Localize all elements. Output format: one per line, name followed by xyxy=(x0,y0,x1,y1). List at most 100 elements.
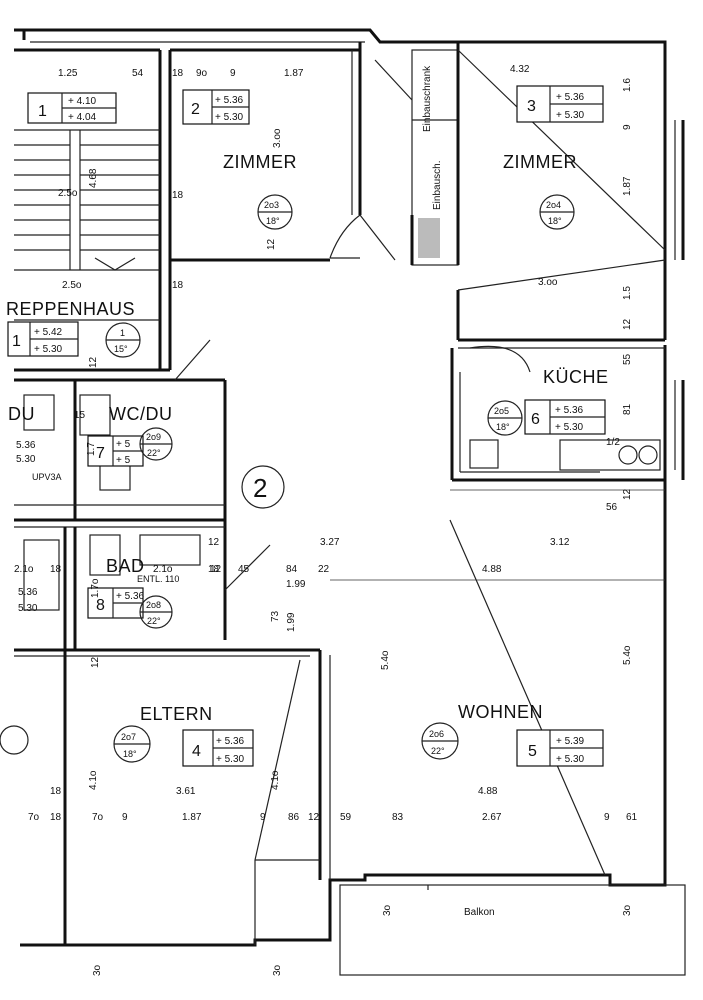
dimension-d38: 18 xyxy=(50,786,62,797)
du-left-area-a: 5.36 xyxy=(16,440,36,451)
dimension-d36: 4.1o xyxy=(270,770,281,790)
wohnen-name: WOHNEN xyxy=(458,702,543,722)
room-wohnen: WOHNEN 2o6 22° 5 + 5.39 + 5.30 xyxy=(421,702,604,767)
dimension-d57: 12 xyxy=(622,488,633,500)
dimension-d4: 9o xyxy=(196,68,208,79)
wc-temp-b: 22° xyxy=(147,448,161,458)
dimension-d48: 83 xyxy=(392,812,404,823)
balkon-label: Balkon xyxy=(464,907,495,918)
dimension-d35: 3.61 xyxy=(176,786,196,797)
kueche-area-b: + 5.30 xyxy=(555,422,584,433)
dimension-d59: 2.1o xyxy=(14,564,34,575)
balkon-area xyxy=(339,884,686,976)
dimension-d20: 1.5 xyxy=(622,286,633,300)
dimension-d30: 1.99 xyxy=(286,612,297,632)
zimmer-right-area-a: + 5.36 xyxy=(556,92,585,103)
bad-temp-b: 22° xyxy=(147,616,161,626)
dimension-d67: 12 xyxy=(88,356,99,368)
kueche-temp-a: 2o5 xyxy=(494,406,509,416)
zimmer-left-area-b: + 5.30 xyxy=(215,112,244,123)
einbau-label: Einbausch. xyxy=(432,161,443,210)
room-eltern: ELTERN 2o7 18° 4 + 5.36 + 5.30 xyxy=(113,704,254,767)
unit-marker: 2 xyxy=(241,465,285,509)
wc-temp-a: 2o9 xyxy=(146,432,161,442)
dimension-d64: 22 xyxy=(318,564,330,575)
room-flur-box: 1 + 4.10 + 4.04 xyxy=(27,92,117,124)
dimension-d54: 3o xyxy=(92,964,103,976)
dimension-d27: 1.99 xyxy=(286,579,306,590)
dimension-d1: 1.25 xyxy=(58,68,78,79)
eltern-area-a: + 5.36 xyxy=(216,736,245,747)
dimensions: 1.25 54 18 9o 9 1.87 4.32 1.6 2.5o 4.68 … xyxy=(14,64,638,976)
dimension-d43: 1.87 xyxy=(182,812,202,823)
dimension-d23: 3.27 xyxy=(320,537,340,548)
room-zimmer-right: 3 + 5.36 + 5.30 ZIMMER 2o4 18° xyxy=(503,85,604,230)
bad-left-area-b: 5.30 xyxy=(18,603,38,614)
zimmer-left-temp-b: 18° xyxy=(266,216,280,226)
wc-name: WC/DU xyxy=(109,404,173,424)
einbauschrank-label: Einbauschrank xyxy=(422,65,433,132)
treppenhaus-temp-a: 1 xyxy=(120,328,125,338)
bad-number: 8 xyxy=(96,597,105,614)
zimmer-left-temp-a: 2o3 xyxy=(264,200,279,210)
dimension-d3: 18 xyxy=(172,68,184,79)
dimension-d12: 18 xyxy=(172,280,184,291)
dimension-d8: 1.6 xyxy=(622,78,633,92)
dimension-d14: 12 xyxy=(266,238,277,250)
du-left-area-b: 5.30 xyxy=(16,454,36,465)
flur-number: 1 xyxy=(38,103,47,120)
treppenhaus-name: REPPENHAUS xyxy=(6,299,135,319)
zimmer-right-name: ZIMMER xyxy=(503,152,577,172)
door-swings xyxy=(174,49,666,876)
upv-label: UPV3A xyxy=(32,472,62,482)
room-du-left: DU 5.36 5.30 UPV3A xyxy=(8,404,62,482)
zimmer-left-name: ZIMMER xyxy=(223,152,297,172)
bad-name: BAD xyxy=(106,556,145,576)
wohnen-temp-a: 2o6 xyxy=(429,729,444,739)
dimension-d53: 3o xyxy=(622,904,633,916)
wc-number: 7 xyxy=(96,445,105,462)
bad-entl: ENTL. 110 xyxy=(137,574,179,584)
dimension-d41: 7o xyxy=(92,812,104,823)
dimension-d11: 2.5o xyxy=(62,280,82,291)
dimension-d16: 1.87 xyxy=(622,176,633,196)
dimension-d39: 7o xyxy=(28,812,40,823)
dimension-d19: 12 xyxy=(622,318,633,330)
dimension-d2: 54 xyxy=(132,68,144,79)
dimension-d62: 2.1o xyxy=(153,564,173,575)
room-treppenhaus: REPPENHAUS 1 + 5.42 + 5.30 1 15° xyxy=(6,299,141,358)
dimension-d28: 45 xyxy=(238,564,250,575)
treppenhaus-area-a: + 5.42 xyxy=(34,327,63,338)
dimension-d55: 3o xyxy=(272,964,283,976)
dimension-d66: 15 xyxy=(74,410,86,421)
dimension-d5: 9 xyxy=(230,68,236,79)
dimension-d25: 3.12 xyxy=(550,537,570,548)
interior-walls xyxy=(14,42,665,945)
kueche-area-a: + 5.36 xyxy=(555,405,584,416)
flur-area-a: + 4.10 xyxy=(68,96,97,107)
wohnen-area-a: + 5.39 xyxy=(556,736,585,747)
dimension-d45: 12 xyxy=(308,812,320,823)
flur-area-b: + 4.04 xyxy=(68,112,97,123)
wc-area-a: + 5 xyxy=(116,439,131,450)
dimension-d42: 9 xyxy=(122,812,128,823)
dimension-d47: 9 xyxy=(260,812,266,823)
wohnen-area-b: + 5.30 xyxy=(556,754,585,765)
bad-temp-a: 2o8 xyxy=(146,600,161,610)
kueche-temp-b: 18° xyxy=(496,422,510,432)
bad-area-a: + 5.36 xyxy=(116,591,145,602)
dimension-d50: 9 xyxy=(604,812,610,823)
dimension-d18: 3.oo xyxy=(538,277,558,288)
dimension-d65: 12 xyxy=(208,537,220,548)
dimension-d9: 2.5o xyxy=(58,188,78,199)
unit-marker-number: 2 xyxy=(253,473,267,503)
treppenhaus-temp-b: 15° xyxy=(114,344,128,354)
dimension-d13: 3.oo xyxy=(272,128,283,148)
dimension-d7: 4.32 xyxy=(510,64,530,75)
zimmer-right-temp-b: 18° xyxy=(548,216,562,226)
dimension-d61: 1.7o xyxy=(90,578,101,598)
bad-left-area-a: 5.36 xyxy=(18,587,38,598)
dimension-d22: 81 xyxy=(622,403,633,415)
zimmer-right-area-b: + 5.30 xyxy=(556,110,585,121)
